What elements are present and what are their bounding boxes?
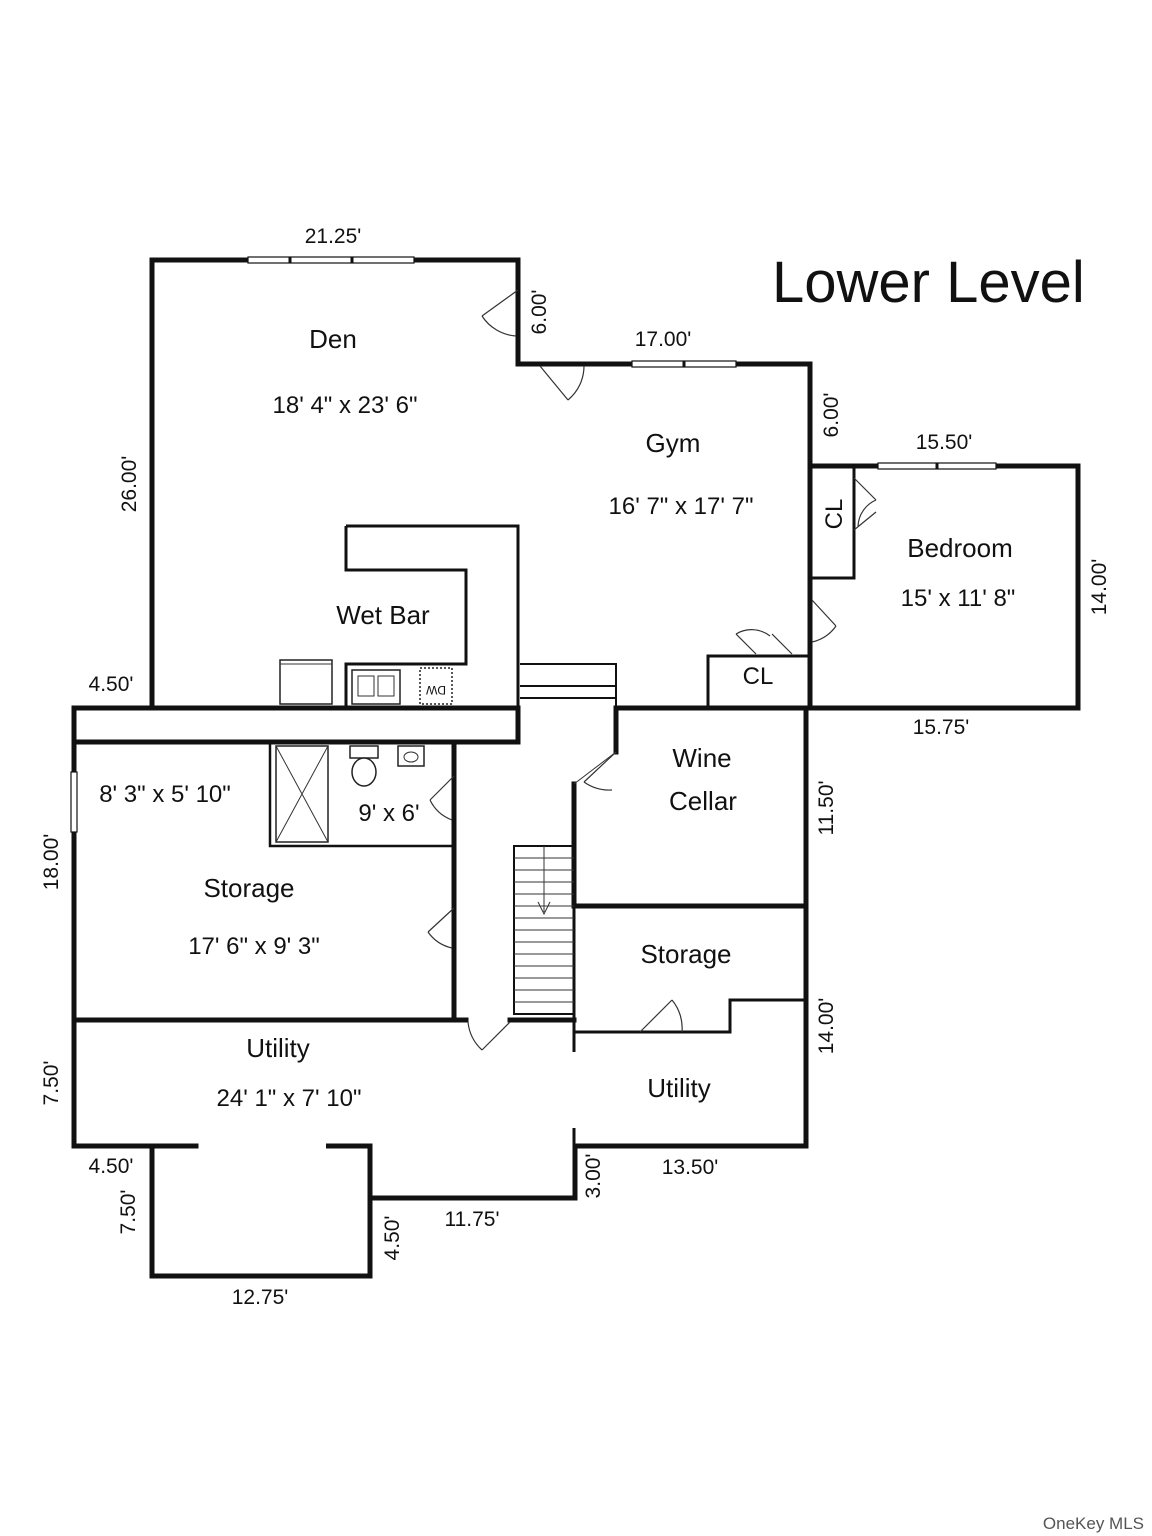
exterior-walls <box>71 257 1081 1279</box>
dim-bump-bottom: 12.75' <box>232 1286 289 1309</box>
room-bath-size: 9' x 6' <box>358 800 419 827</box>
dim-gym-step: 6.00' <box>820 393 843 438</box>
room-gym-size: 16' 7" x 17' 7" <box>609 493 754 520</box>
dimension-labels: 21.25' 6.00' 17.00' 6.00' 15.50' 14.00' … <box>40 225 1111 1309</box>
mls-credit: OneKey MLS <box>1043 1514 1144 1533</box>
dim-bedroom-right: 14.00' <box>1088 559 1111 616</box>
room-den-size: 18' 4" x 23' 6" <box>273 392 418 419</box>
room-winecellar-line2: Cellar <box>669 786 737 816</box>
dim-gym-top: 17.00' <box>635 328 692 351</box>
dim-den-notch: 6.00' <box>528 290 551 335</box>
stairs <box>513 845 575 1015</box>
doors <box>427 289 877 1051</box>
dishwasher-label: DW <box>425 683 446 697</box>
vanity-sink-icon <box>397 745 425 767</box>
room-den-name: Den <box>309 324 357 354</box>
room-gym-name: Gym <box>646 428 701 458</box>
room-storage-right-name: Storage <box>640 939 731 969</box>
dim-bottom-right: 13.50' <box>662 1156 719 1179</box>
room-utility-right-name: Utility <box>647 1073 711 1103</box>
plan-title: Lower Level <box>772 250 1085 315</box>
kitchen-sink-icon <box>351 669 401 705</box>
dim-storage-right: 14.00' <box>815 998 838 1055</box>
dim-wine-right: 11.50' <box>815 780 838 835</box>
room-bedroom-name: Bedroom <box>907 533 1013 563</box>
dim-den-top: 21.25' <box>305 225 362 248</box>
dim-bump-left: 7.50' <box>117 1190 140 1235</box>
room-storage-left-name: Storage <box>203 873 294 903</box>
room-utility-left-name: Utility <box>246 1033 310 1063</box>
dim-storage-left: 18.00' <box>40 834 63 891</box>
room-utility-left-size: 24' 1" x 7' 10" <box>217 1085 362 1112</box>
windows <box>70 256 997 833</box>
room-wetbar-name: Wet Bar <box>336 600 430 630</box>
room-labels: Den 18' 4" x 23' 6" Gym 16' 7" x 17' 7" … <box>99 324 1015 1112</box>
dim-den-left: 26.00' <box>118 456 141 513</box>
room-bedroom-size: 15' x 11' 8" <box>901 585 1016 612</box>
room-winecellar-line1: Wine <box>672 743 731 773</box>
dim-utility-left: 7.50' <box>40 1061 63 1106</box>
toilet-icon <box>349 745 379 759</box>
dim-bedroom-top: 15.50' <box>916 431 973 454</box>
dim-bottom-mid: 11.75' <box>444 1208 499 1231</box>
dim-step-mid: 3.00' <box>582 1154 605 1199</box>
room-cl1-name: CL <box>821 499 848 530</box>
dim-lower-ledge: 4.50' <box>89 1155 134 1178</box>
dim-bump-right: 4.50' <box>381 1216 404 1261</box>
room-storage-left-size: 17' 6" x 9' 3" <box>188 933 320 960</box>
interior-walls <box>71 463 856 1201</box>
fridge-icon <box>279 659 333 705</box>
room-side-size: 8' 3" x 5' 10" <box>99 781 231 808</box>
dim-bedroom-bottom: 15.75' <box>913 716 970 739</box>
dim-left-ledge: 4.50' <box>89 673 134 696</box>
room-cl2-name: CL <box>743 663 774 690</box>
fixtures <box>275 659 453 843</box>
dishwasher-icon <box>419 667 453 705</box>
